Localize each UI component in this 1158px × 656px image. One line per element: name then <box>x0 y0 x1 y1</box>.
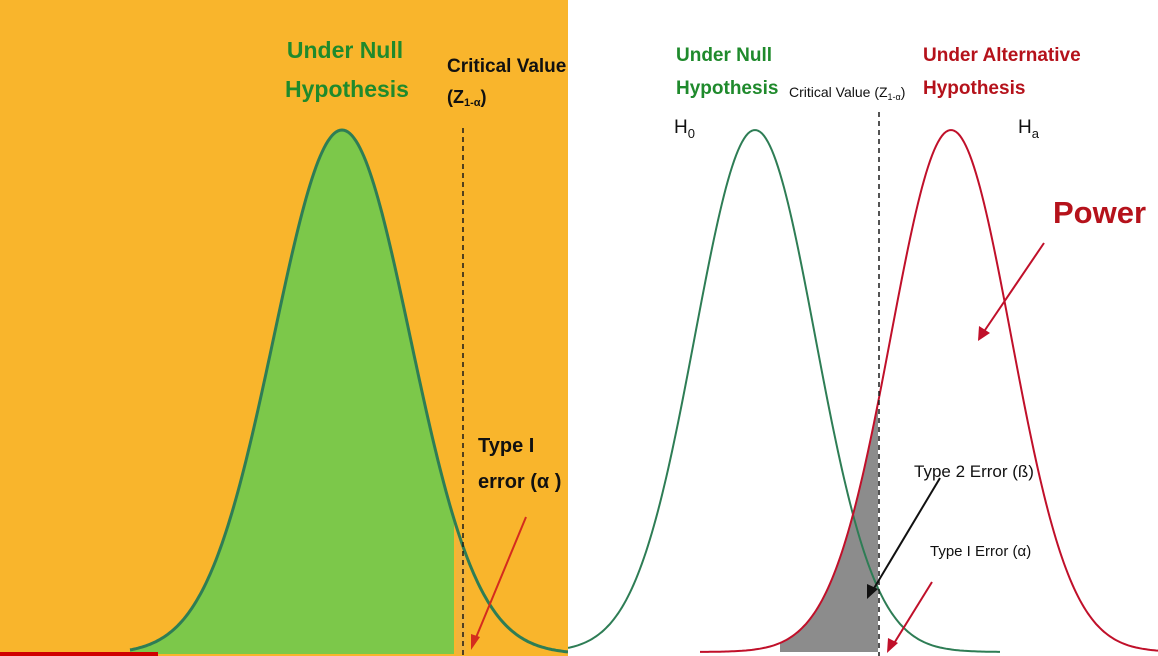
power-label: Power <box>1053 195 1146 230</box>
critical-value-symbol: (Z1-α) <box>447 87 487 109</box>
alt-title-line1: Under Alternative <box>923 45 1081 66</box>
ha-label: Ha <box>1018 117 1040 141</box>
null-curve-fill <box>130 130 454 654</box>
type2-error-label: Type 2 Error (ß) <box>914 462 1034 481</box>
null-title-line1: Under Null <box>287 37 403 63</box>
type1-error-label: Type I Error (α) <box>930 543 1031 560</box>
type2-error-arrowhead <box>867 584 878 599</box>
type1-error-arrow <box>892 581 933 646</box>
null-hypothesis-curve <box>568 129 1000 653</box>
alt-title-line2: Hypothesis <box>923 78 1025 99</box>
null-distribution-panel: Under Null Hypothesis Critical Value (Z1… <box>0 0 568 656</box>
type1-error-arrowhead <box>887 638 898 653</box>
type1-error-arrow <box>474 516 527 641</box>
type2-error-region <box>780 403 878 652</box>
type1-error-arrowhead <box>471 634 480 650</box>
null-distribution-figure: Under Null Hypothesis Critical Value (Z1… <box>0 0 568 656</box>
power-arrow <box>982 242 1045 334</box>
null-title-line2: Hypothesis <box>285 76 409 102</box>
alternative-hypothesis-curve <box>700 129 1158 653</box>
power-diagram-figure: Under Null Hypothesis Critical Value (Z1… <box>568 45 1158 656</box>
null-title-line1: Under Null <box>676 45 772 66</box>
h0-label: H0 <box>674 117 695 141</box>
power-diagram-panel: Under Null Hypothesis Critical Value (Z1… <box>568 0 1158 656</box>
type2-error-arrow <box>872 477 941 591</box>
critical-value-label: Critical Value (Z1-α) <box>789 84 905 102</box>
type1-error-label-line2: error (α ) <box>478 471 561 493</box>
power-arrowhead <box>978 326 990 341</box>
null-title-line2: Hypothesis <box>676 78 778 99</box>
progress-bar-sliver <box>0 652 158 656</box>
critical-value-label: Critical Value <box>447 56 566 77</box>
null-curve-line <box>129 128 568 654</box>
alpha-tail-fill <box>456 525 466 654</box>
type1-error-label-line1: Type I <box>478 435 534 457</box>
